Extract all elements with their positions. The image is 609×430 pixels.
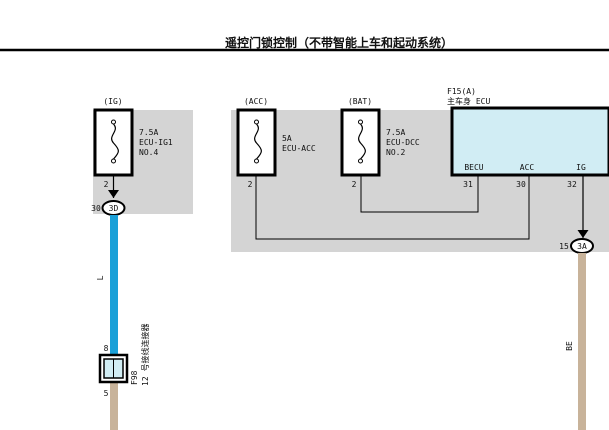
ecu-pin-label-acc: ACC — [520, 163, 535, 172]
fuse-bat-no: NO.2 — [386, 148, 405, 157]
wire-beige-label: BE — [565, 341, 574, 351]
junction-name: 12 号接线连接器 — [140, 324, 150, 386]
arrow-down-icon — [108, 190, 119, 198]
connector-3a-pin: 15 — [559, 242, 569, 251]
fuse-ig-pin: 2 — [104, 180, 109, 189]
fuse-bat-pin: 2 — [352, 180, 357, 189]
ecu-pin-num-30: 30 — [516, 180, 526, 189]
junction-code: F98 — [130, 370, 139, 385]
ecu-pin-label-becu: BECU — [464, 163, 483, 172]
bat-wire — [360, 175, 479, 213]
junction-pin-bottom: 5 — [104, 389, 109, 398]
connector-3a-code: 3A — [577, 242, 587, 251]
acc-wire — [255, 175, 530, 240]
fuse-ecu-ig1: (IG) 7.5A ECU-IG1 NO.4 2 — [93, 97, 173, 189]
fuse-ig-name: ECU-IG1 — [139, 138, 173, 147]
ecu-pin-label-ig: IG — [576, 163, 586, 172]
connector-3d-code: 3D — [109, 204, 119, 213]
fuse-symbol-icon — [111, 119, 119, 164]
fuse-ecu-acc: (ACC) 5A ECU-ACC 2 — [236, 97, 316, 189]
fuse-ig-rating: 7.5A — [139, 128, 158, 137]
fuse-acc-source: (ACC) — [244, 97, 268, 106]
fuse-symbol-icon — [254, 119, 262, 164]
ecu-name: 主车身 ECU — [447, 96, 490, 106]
arrow-down-icon — [577, 230, 589, 238]
junction-pin-top: 8 — [104, 344, 109, 353]
wire-blue — [110, 215, 118, 355]
fuse-bat-name: ECU-DCC — [386, 138, 420, 147]
fuse-ig-no: NO.4 — [139, 148, 158, 157]
connector-3d-pin: 30 — [91, 204, 101, 213]
fuse-acc-rating: 5A — [282, 134, 292, 143]
body-ecu-box — [450, 106, 609, 177]
junction-connector-f98: 8 5 F98 12 号接线连接器 — [98, 324, 150, 398]
ecu-pin-num-32: 32 — [567, 180, 577, 189]
wire-beige — [578, 253, 586, 430]
fuse-acc-pin: 2 — [248, 180, 253, 189]
wire-blue-label: L — [96, 275, 105, 280]
ecu-code: F15(A) — [447, 87, 476, 96]
fuse-bat-source: (BAT) — [348, 97, 372, 106]
fuse-bat-rating: 7.5A — [386, 128, 405, 137]
ecu-pin-num-31: 31 — [463, 180, 473, 189]
fuse-acc-name: ECU-ACC — [282, 144, 316, 153]
diagram-title: 遥控门锁控制（不带智能上车和起动系统） — [225, 35, 453, 50]
wire-beige-lower — [110, 383, 118, 430]
fuse-ecu-dcc: (BAT) 7.5A ECU-DCC NO.2 2 — [340, 97, 420, 189]
fuse-symbol-icon — [358, 119, 366, 164]
fuse-ig-source: (IG) — [103, 97, 122, 106]
